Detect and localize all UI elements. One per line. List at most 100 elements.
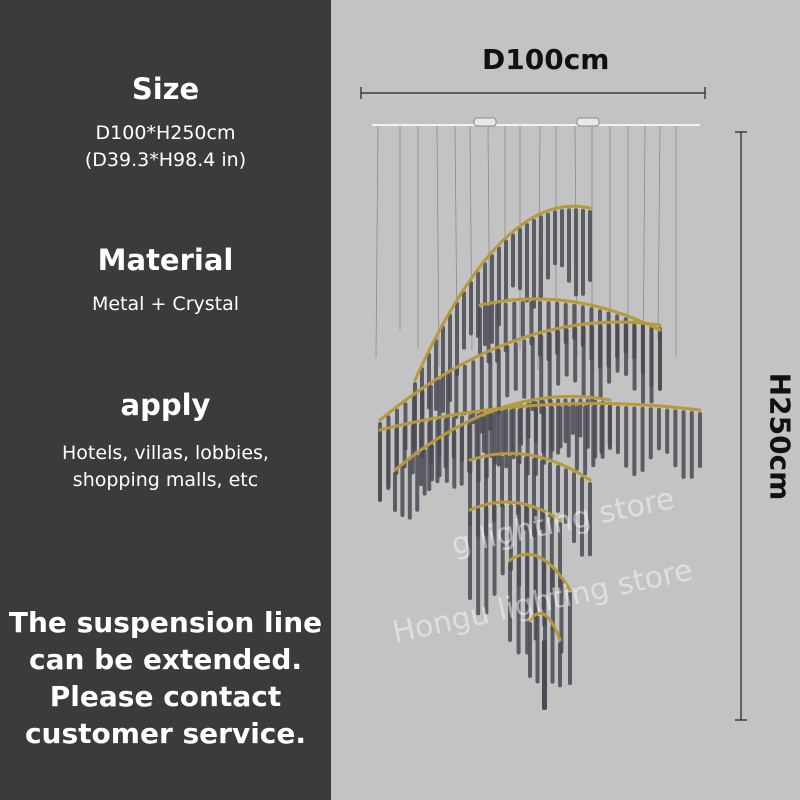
crystal-rod xyxy=(567,208,571,283)
crystal-rod xyxy=(471,360,476,425)
crystal-rod xyxy=(468,512,472,600)
width-dimension-line xyxy=(360,87,706,99)
crystal-rod xyxy=(469,280,473,336)
ceiling-canopy-right xyxy=(576,117,600,127)
crystal-rod xyxy=(441,325,445,414)
crystal-rod xyxy=(615,314,620,359)
crystal-rod xyxy=(486,305,491,364)
crystal-rod xyxy=(572,472,576,544)
height-dimension-label: H250cm xyxy=(763,372,797,501)
crystal-rod xyxy=(508,562,512,642)
gold-frame-ring xyxy=(468,451,592,482)
crystal-rod xyxy=(419,422,424,487)
crystal-rod xyxy=(593,399,598,459)
gold-frame-ring xyxy=(468,500,562,522)
crystal-rod xyxy=(558,642,562,688)
crystal-rod xyxy=(474,419,479,459)
crystal-rod xyxy=(546,212,550,280)
crystal-rod xyxy=(598,309,602,370)
crystal-rod xyxy=(533,401,538,443)
material-value: Metal + Crystal xyxy=(91,293,240,315)
crystal-rod xyxy=(600,400,605,459)
crystal-rod xyxy=(632,406,637,477)
crystal-rod xyxy=(503,302,508,353)
crystal-rod xyxy=(512,301,517,341)
crystal-rod xyxy=(588,210,592,282)
crystal-rod xyxy=(501,410,506,454)
notice-line-2: can be extended. xyxy=(28,643,303,676)
crystal-rod xyxy=(508,504,513,572)
crystal-rod xyxy=(535,615,540,684)
crystal-rod xyxy=(556,398,561,455)
crystal-rod xyxy=(606,311,611,368)
crystal-rod xyxy=(386,429,391,491)
crystal-rod xyxy=(400,465,405,518)
crystal-rod xyxy=(478,307,482,355)
crystal-rod xyxy=(656,407,661,451)
crystal-rod xyxy=(462,291,466,350)
size-heading: Size xyxy=(131,72,200,106)
width-dimension-label: D100cm xyxy=(482,43,610,76)
notice-line-4: customer service. xyxy=(24,717,307,750)
crystal-rod xyxy=(585,399,590,449)
crystal-rod xyxy=(511,406,516,460)
crystal-rod xyxy=(689,411,694,479)
crystal-rod xyxy=(454,369,459,419)
crystal-rod xyxy=(558,522,562,589)
crystal-rod xyxy=(495,303,500,363)
crystal-rod xyxy=(673,409,678,468)
crystal-rod xyxy=(520,301,525,338)
crystal-rod xyxy=(563,302,568,345)
gold-frame-ring xyxy=(478,297,662,332)
crystal-rod xyxy=(550,625,555,684)
crystal-rod xyxy=(526,402,531,439)
crystal-rod xyxy=(496,348,501,416)
crystal-rod xyxy=(560,209,564,268)
suspension-wires xyxy=(375,125,677,376)
material-heading: Material xyxy=(97,243,234,277)
crystal-rod xyxy=(581,208,585,296)
crystal-rod xyxy=(623,317,628,354)
crystal-rod xyxy=(516,455,520,516)
crystal-rod xyxy=(566,405,571,458)
crystal-rod xyxy=(540,459,544,531)
suspension-wire xyxy=(375,125,379,359)
crystal-rod xyxy=(541,400,546,454)
crystal-rod xyxy=(564,468,568,524)
crystal-rod xyxy=(484,506,489,615)
crystal-rod xyxy=(580,305,585,347)
crystal-rod xyxy=(548,462,552,518)
crystal-rod xyxy=(462,364,467,416)
crystal-rod xyxy=(430,444,435,482)
ceiling-canopy-left xyxy=(473,117,497,127)
notice-line-1: The suspension line xyxy=(8,606,323,639)
gold-frame-ring xyxy=(508,552,572,592)
crystal-rod xyxy=(589,307,594,361)
apply-line-1: Hotels, villas, lobbies, xyxy=(62,442,269,464)
crystal-rod xyxy=(532,218,536,309)
gold-frame-ring xyxy=(413,204,592,382)
crystal-rod xyxy=(528,622,532,678)
crystal-rod xyxy=(649,327,654,387)
crystal-rod xyxy=(640,406,645,472)
crystal-rod xyxy=(489,413,494,458)
crystal-rod xyxy=(504,408,509,469)
crystal-rod xyxy=(578,398,583,438)
crystal-rod xyxy=(570,398,575,435)
crystal-rod xyxy=(530,336,535,412)
crystal-rod xyxy=(640,324,645,374)
crystal-rod xyxy=(492,504,497,596)
crystal-rod xyxy=(434,338,438,411)
size-dimensions-in: (D39.3*H98.4 in) xyxy=(84,149,247,171)
crystal-rod xyxy=(422,449,427,496)
crystal-rod xyxy=(490,254,494,344)
crystal-rod xyxy=(548,399,553,460)
gold-frame-ring xyxy=(528,611,562,642)
crystal-rod xyxy=(519,404,524,446)
crystal-rod xyxy=(505,345,510,398)
crystal-rod xyxy=(492,411,497,466)
crystal-rod xyxy=(572,303,577,340)
crystal-rod xyxy=(407,460,412,520)
crystal-rod xyxy=(508,455,512,504)
notice-line-3: Please contact xyxy=(49,680,282,713)
